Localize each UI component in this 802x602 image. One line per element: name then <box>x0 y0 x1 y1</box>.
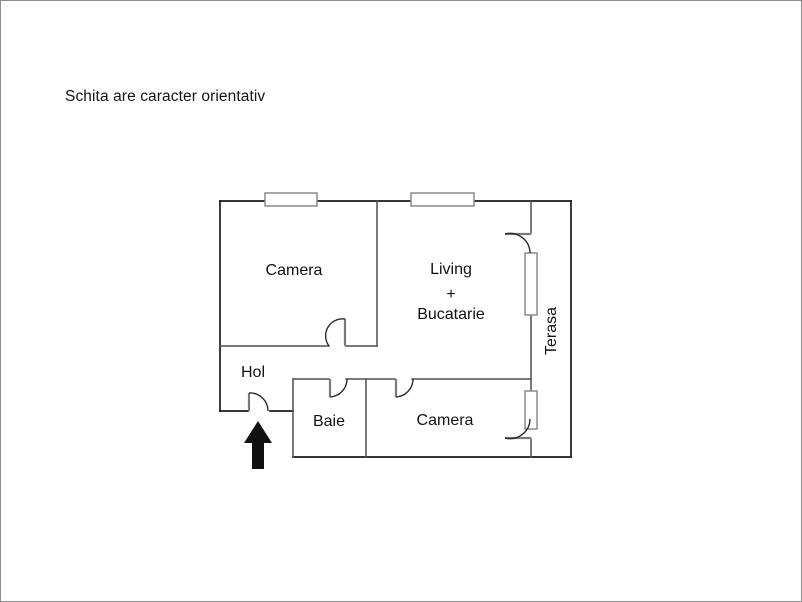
window-terasa-lower <box>524 390 538 430</box>
door-arc-camera-top-left <box>324 318 346 347</box>
door-arc-camera-bottom-right <box>395 378 414 398</box>
door-arc-entrance <box>248 392 269 412</box>
room-label-terasa: Terasa <box>543 307 560 355</box>
door-entrance <box>247 392 269 412</box>
room-label-hol: Hol <box>241 364 265 381</box>
page-title: Schita are caracter orientativ <box>65 88 266 105</box>
door-camera-top-left <box>324 318 347 347</box>
room-label-living: Living <box>430 261 472 278</box>
wall-group-interior <box>219 200 532 458</box>
window-top-left <box>264 192 318 207</box>
door-camera-bottom-right <box>394 378 414 398</box>
room-label-baie: Baie <box>313 413 345 430</box>
room-label-camera-bottom-right: Camera <box>417 412 474 429</box>
entrance-arrow-shape <box>244 421 272 469</box>
door-terasa-lower <box>504 418 531 440</box>
entrance-arrow <box>244 421 272 469</box>
room-label-group: Camera Living + Bucatarie Hol Baie Camer… <box>241 261 560 430</box>
window-terasa-upper <box>524 252 538 316</box>
room-label-camera-top-left: Camera <box>266 262 323 279</box>
window-group <box>264 192 538 430</box>
door-arc-terasa-upper <box>504 232 531 254</box>
door-terasa-upper <box>504 232 531 254</box>
room-label-bucatarie: Bucatarie <box>417 306 485 323</box>
door-baie <box>328 378 348 398</box>
room-label-living-plus: + <box>446 286 455 303</box>
door-arc-baie <box>329 378 348 398</box>
window-top-right <box>410 192 475 207</box>
wall-group-outer <box>219 200 572 458</box>
door-group <box>247 232 531 440</box>
door-arc-terasa-lower <box>504 418 531 440</box>
